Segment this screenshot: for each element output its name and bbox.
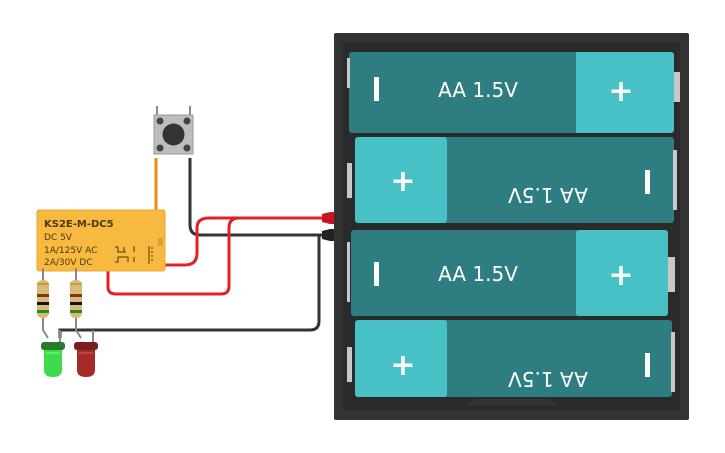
battery-label: AA 1.5V [508,367,588,391]
green-led[interactable] [41,330,65,377]
battery-cell-4[interactable]: + AA 1.5V [347,320,675,405]
negative-terminal-icon [374,77,379,101]
wires [58,158,338,338]
relay-spec-2: 1A/125V AC [44,246,97,256]
battery-cell-1[interactable]: AA 1.5V + [347,52,680,133]
battery-label: AA 1.5V [508,183,588,207]
pushbutton[interactable] [153,106,194,155]
negative-terminal-icon [645,170,650,194]
negative-terminal-icon [374,262,379,286]
plus-icon: + [390,348,415,383]
battery-label: AA 1.5V [438,78,518,102]
wire-black-leds[interactable] [58,233,323,338]
red-led[interactable] [74,330,98,377]
battery-cell-2[interactable]: + AA 1.5V [347,137,677,223]
wire-red-relay[interactable] [165,216,322,267]
resistor-2[interactable] [70,268,82,339]
plus-icon: + [608,74,633,109]
relay-spec-1: DC 5V [44,233,73,243]
pushbutton-cap[interactable] [162,123,185,146]
relay-spec-3: 2A/30V DC [44,258,93,268]
resistor-1[interactable] [37,268,49,339]
battery-label: AA 1.5V [438,262,518,286]
battery-cell-3[interactable]: AA 1.5V + [347,230,675,316]
plus-icon: + [390,164,415,199]
relay-model-label: KS2E-M-DC5 [44,219,114,230]
wire-red-loop[interactable] [106,216,322,296]
negative-terminal-icon [645,353,650,377]
relay-schematic-icon [115,246,153,264]
battery-pack[interactable]: AA 1.5V + + AA 1.5V AA 1.5V + [334,33,689,420]
relay[interactable]: KS2E-M-DC5 DC 5V 1A/125V AC 2A/30V DC [36,209,166,272]
plus-icon: + [608,258,633,293]
wire-black-button[interactable] [188,158,322,237]
